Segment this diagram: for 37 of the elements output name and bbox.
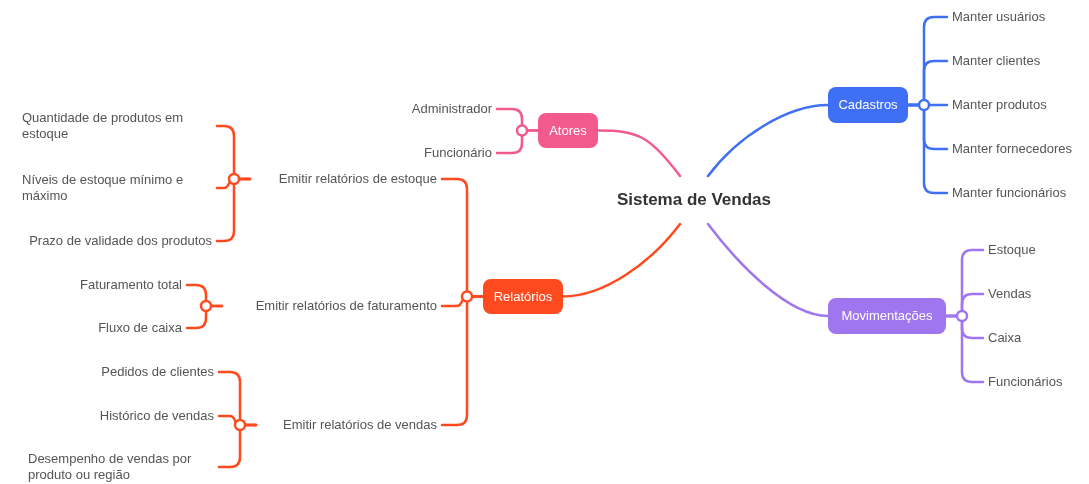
subtopic-text: Manter clientes bbox=[952, 52, 1086, 70]
connector-line bbox=[944, 314, 985, 384]
subtopic-text: Fluxo de caixa bbox=[76, 319, 182, 337]
topic-box: Cadastros bbox=[828, 87, 908, 123]
subtopic-text: Desempenho de vendas por produto ou região bbox=[28, 451, 214, 483]
subtopic-text: Estoque bbox=[988, 241, 1086, 259]
subtopic-text: Funcionários bbox=[988, 373, 1086, 391]
topic-box: Relatórios bbox=[483, 279, 563, 314]
subtopic-text: Quantidade de produtos em estoque bbox=[22, 108, 212, 144]
connector-line bbox=[185, 304, 224, 330]
connector-line bbox=[596, 129, 682, 178]
connector-line bbox=[906, 103, 949, 195]
subtopic-text: Pedidos de clientes bbox=[76, 363, 214, 381]
subtopic-text: Manter fornecedores bbox=[952, 140, 1086, 158]
connector-line bbox=[561, 222, 682, 298]
subtopic-text: Emitir relatórios de estoque bbox=[250, 170, 437, 188]
subtopic-text: Administrador bbox=[398, 100, 492, 118]
subtopic-text: Manter produtos bbox=[952, 96, 1086, 114]
subtopic-text: Níveis de estoque mínimo e máximo bbox=[22, 170, 212, 206]
subtopic-text: Manter funcionários bbox=[952, 184, 1086, 202]
connector-line bbox=[706, 222, 830, 318]
subtopic-text: Prazo de validade dos produtos bbox=[4, 232, 212, 250]
connector-line bbox=[440, 295, 485, 427]
central-topic: Sistema de Vendas bbox=[600, 176, 788, 224]
subtopic-text: Manter usuários bbox=[952, 8, 1086, 26]
connector-line bbox=[217, 423, 258, 469]
subtopic-text: Emitir relatórios de vendas bbox=[256, 416, 437, 434]
subtopic-text: Faturamento total bbox=[66, 276, 182, 294]
subtopic-text: Funcionário bbox=[406, 144, 492, 162]
subtopic-text: Vendas bbox=[988, 285, 1086, 303]
subtopic-text: Histórico de vendas bbox=[76, 407, 214, 425]
topic-box: Atores bbox=[538, 113, 598, 148]
connector-line bbox=[706, 103, 830, 178]
topic-box: Movimentações bbox=[828, 298, 946, 334]
subtopic-text: Emitir relatórios de faturamento bbox=[222, 297, 437, 315]
connector-line bbox=[495, 129, 540, 155]
subtopic-text: Caixa bbox=[988, 329, 1086, 347]
